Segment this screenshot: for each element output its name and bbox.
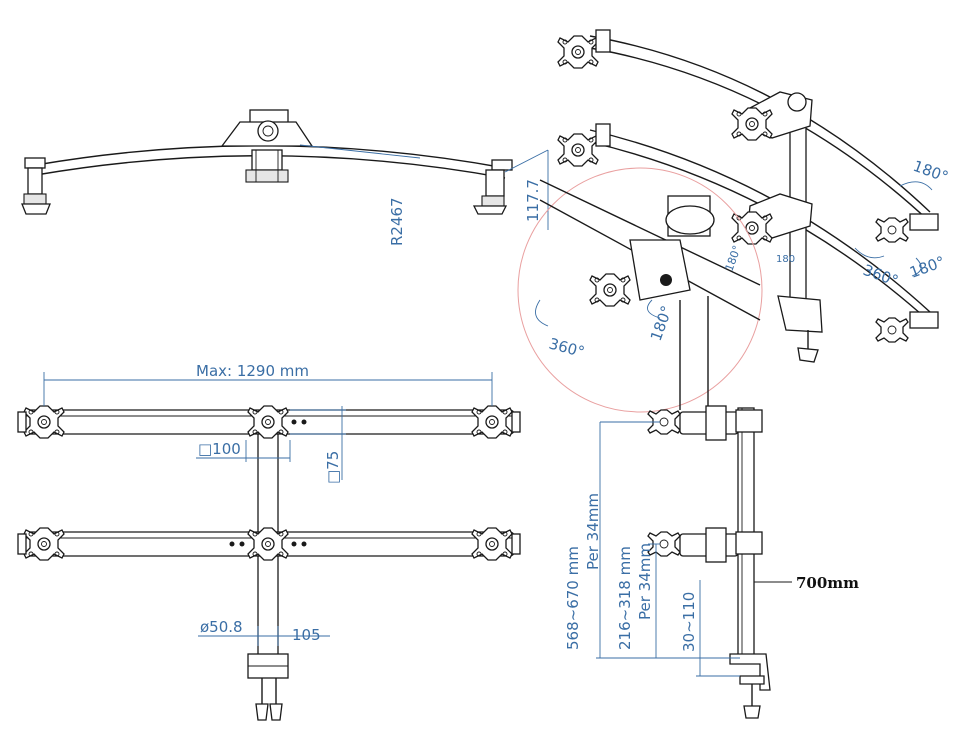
vesa-height-label: □75 bbox=[324, 451, 342, 484]
tilt-label-small: 180° bbox=[723, 244, 744, 273]
upper-step-label: Per 34mm bbox=[584, 493, 602, 570]
pole-diameter-label: ø50.8 bbox=[200, 618, 243, 636]
side-view bbox=[647, 405, 771, 719]
clamp-label: 105 bbox=[292, 626, 321, 644]
detail-magnifier-circle bbox=[517, 167, 763, 413]
max-width-label: Max: 1290 mm bbox=[196, 362, 309, 380]
top-view-dimensions: R2467 117.7 bbox=[299, 144, 549, 246]
perspective-view bbox=[517, 29, 939, 413]
pole-height-label: 700mm bbox=[796, 574, 859, 592]
front-view-dimensions: Max: 1290 mm □100 □75 ø50.8 105 bbox=[43, 362, 493, 646]
vesa-width-label: □100 bbox=[198, 440, 241, 458]
small-label-center: 180 bbox=[776, 254, 795, 265]
offset-label: 117.7 bbox=[524, 179, 542, 222]
side-view-dimensions: 568~670 mm Per 34mm 216~318 mm Per 34mm … bbox=[564, 421, 859, 677]
radius-label: R2467 bbox=[388, 197, 406, 246]
clamp-range-label: 30~110 bbox=[680, 592, 698, 652]
lower-range-label: 216~318 mm bbox=[616, 546, 634, 650]
upper-range-label: 568~670 mm bbox=[564, 546, 582, 650]
lower-step-label: Per 34mm bbox=[636, 543, 654, 620]
tilt-label-detail: 180° bbox=[647, 303, 676, 343]
front-view bbox=[17, 405, 521, 721]
rotate-label-right: 180° bbox=[907, 252, 947, 281]
spin-label-detail: 360° bbox=[547, 334, 587, 361]
top-view-curved-bar bbox=[21, 109, 513, 215]
spin-label-mid: 360° bbox=[861, 261, 901, 290]
